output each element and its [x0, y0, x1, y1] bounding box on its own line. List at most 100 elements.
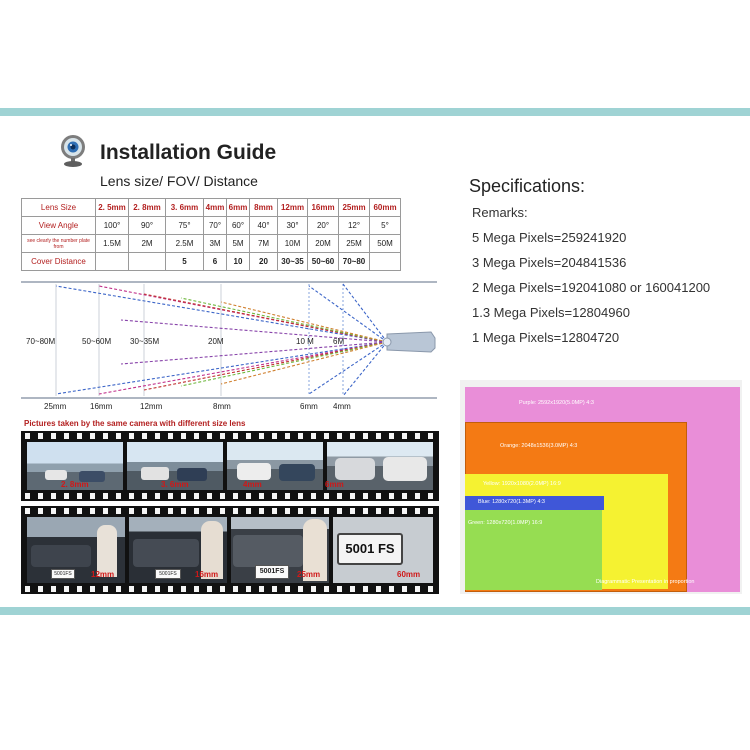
spec-line: 3 Mega Pixels=204841536: [472, 255, 627, 270]
table-cell: 100°: [95, 216, 129, 235]
table-cell: 40°: [249, 216, 278, 235]
table-cell: 60mm: [369, 198, 401, 217]
resolution-footnote: Diagrammatic Presentation in proportion: [596, 579, 695, 585]
spec-line: 1.3 Mega Pixels=12804960: [472, 305, 630, 320]
lens-photo-label: 12mm: [91, 570, 115, 579]
fov-lens-label: 25mm: [44, 402, 67, 411]
row-label-lens-size: Lens Size: [21, 198, 96, 217]
table-cell: 90°: [128, 216, 166, 235]
photo-frame: 5001FS: [129, 517, 227, 583]
resolution-box-blue: [465, 496, 604, 510]
fov-distance-label: 50~60M: [82, 337, 112, 346]
resolution-label-blue: Blue: 1280x720(1.3MP) 4:3: [478, 499, 545, 505]
table-cell: 25M: [338, 234, 370, 253]
film-sprocket-holes: [21, 508, 439, 514]
film-caption: Pictures taken by the same camera with d…: [24, 419, 246, 428]
row-label-cover: Cover Distance: [21, 252, 96, 271]
table-cell: 1.5M: [95, 234, 129, 253]
table-cell: 6mm: [226, 198, 250, 217]
table-cell: 2. 8mm: [128, 198, 166, 217]
table-cell: 5M: [226, 234, 250, 253]
page-title: Installation Guide: [100, 141, 277, 164]
table-cell: 3M: [203, 234, 227, 253]
table-cell: 50M: [369, 234, 401, 253]
lens-photo-label: 16mm: [195, 570, 219, 579]
table-cell: 3. 6mm: [165, 198, 204, 217]
table-cell: 60°: [226, 216, 250, 235]
photo-frame: [27, 442, 123, 490]
lens-photo-label: 4mm: [243, 480, 262, 489]
fov-distance-label: 30~35M: [130, 337, 160, 346]
lens-photo-label: 25mm: [297, 570, 321, 579]
lens-photo-label: 60mm: [397, 570, 421, 579]
specs-title: Specifications:: [469, 176, 586, 196]
webcam-icon: [61, 135, 85, 167]
spec-line: 5 Mega Pixels=259241920: [472, 230, 627, 245]
resolution-label-orange: Orange: 2048x1536(3.0MP) 4:3: [500, 443, 578, 449]
table-cell: 6: [203, 252, 227, 271]
table-cell: 12°: [338, 216, 370, 235]
lens-table: Lens Size 2. 5mm 2. 8mm 3. 6mm 4mm 6mm 8…: [21, 198, 401, 271]
table-row: Cover Distance 5 6 10 20 30~35 50~60 70~…: [21, 252, 401, 271]
film-strip-1: 2. 8mm 3. 6mm 4mm 6mm: [21, 431, 439, 501]
table-row: View Angle 100° 90° 75° 70° 60° 40° 30° …: [21, 216, 401, 235]
table-cell: 4mm: [203, 198, 227, 217]
film-sprocket-holes: [21, 586, 439, 592]
fov-lens-label: 16mm: [90, 402, 113, 411]
top-accent-band: [0, 108, 750, 116]
table-cell: 30°: [277, 216, 308, 235]
row-label-plate: see clearly the number plate from: [21, 234, 96, 253]
license-plate: 5001 FS: [337, 533, 403, 565]
fov-distance-label: 70~80M: [26, 337, 56, 346]
lens-photo-label: 2. 8mm: [61, 480, 89, 489]
table-cell: 12mm: [277, 198, 308, 217]
table-cell: [95, 252, 129, 271]
table-cell: 16mm: [307, 198, 339, 217]
table-row: see clearly the number plate from 1.5M 2…: [21, 234, 401, 253]
table-cell: 20: [249, 252, 278, 271]
fov-lens-label: 4mm: [333, 402, 351, 411]
lens-photo-label: 6mm: [325, 480, 344, 489]
table-cell: 30~35: [277, 252, 308, 271]
table-row: Lens Size 2. 5mm 2. 8mm 3. 6mm 4mm 6mm 8…: [21, 198, 401, 217]
fov-lens-label: 6mm: [300, 402, 318, 411]
table-cell: 70°: [203, 216, 227, 235]
table-cell: 2M: [128, 234, 166, 253]
film-sprocket-holes: [21, 433, 439, 439]
resolution-box-green: [465, 510, 602, 590]
table-cell: [369, 252, 401, 271]
table-cell: 5°: [369, 216, 401, 235]
table-cell: 70~80: [338, 252, 370, 271]
fov-distance-label: 10 M: [296, 337, 314, 346]
row-label-view-angle: View Angle: [21, 216, 96, 235]
photo-frame: [327, 442, 433, 490]
table-cell: 2.5M: [165, 234, 204, 253]
photo-frame: [227, 442, 323, 490]
page-subtitle: Lens size/ FOV/ Distance: [100, 173, 258, 189]
fov-lens-label: 12mm: [140, 402, 163, 411]
lens-photo-label: 3. 6mm: [161, 480, 189, 489]
license-plate: 5001FS: [255, 565, 289, 579]
table-cell: 8mm: [249, 198, 278, 217]
table-cell: 10: [226, 252, 250, 271]
table-cell: [128, 252, 166, 271]
fov-distance-label: 6M: [333, 337, 345, 346]
film-strip-2: 5001FS 5001FS 5001FS 5001 FS 12mm 16mm 2…: [21, 506, 439, 594]
resolution-label-yellow: Yellow: 1920x1080(2.0MP) 16:9: [483, 481, 561, 487]
fov-lens-label: 8mm: [213, 402, 231, 411]
photo-frame: 5001FS: [27, 517, 125, 583]
table-cell: 20M: [307, 234, 339, 253]
specs-remarks: Remarks:: [472, 205, 528, 220]
table-cell: 50~60: [307, 252, 339, 271]
resolution-label-green: Green: 1280x720(1.0MP) 16:9: [468, 520, 543, 526]
table-cell: 75°: [165, 216, 204, 235]
table-cell: 5: [165, 252, 204, 271]
fov-diagram: [21, 281, 437, 399]
photo-frame: 5001 FS: [333, 517, 433, 583]
table-cell: 2. 5mm: [95, 198, 129, 217]
film-sprocket-holes: [21, 493, 439, 499]
license-plate: 5001FS: [51, 569, 75, 579]
table-cell: 25mm: [338, 198, 370, 217]
photo-frame: [127, 442, 223, 490]
license-plate: 5001FS: [155, 569, 181, 579]
